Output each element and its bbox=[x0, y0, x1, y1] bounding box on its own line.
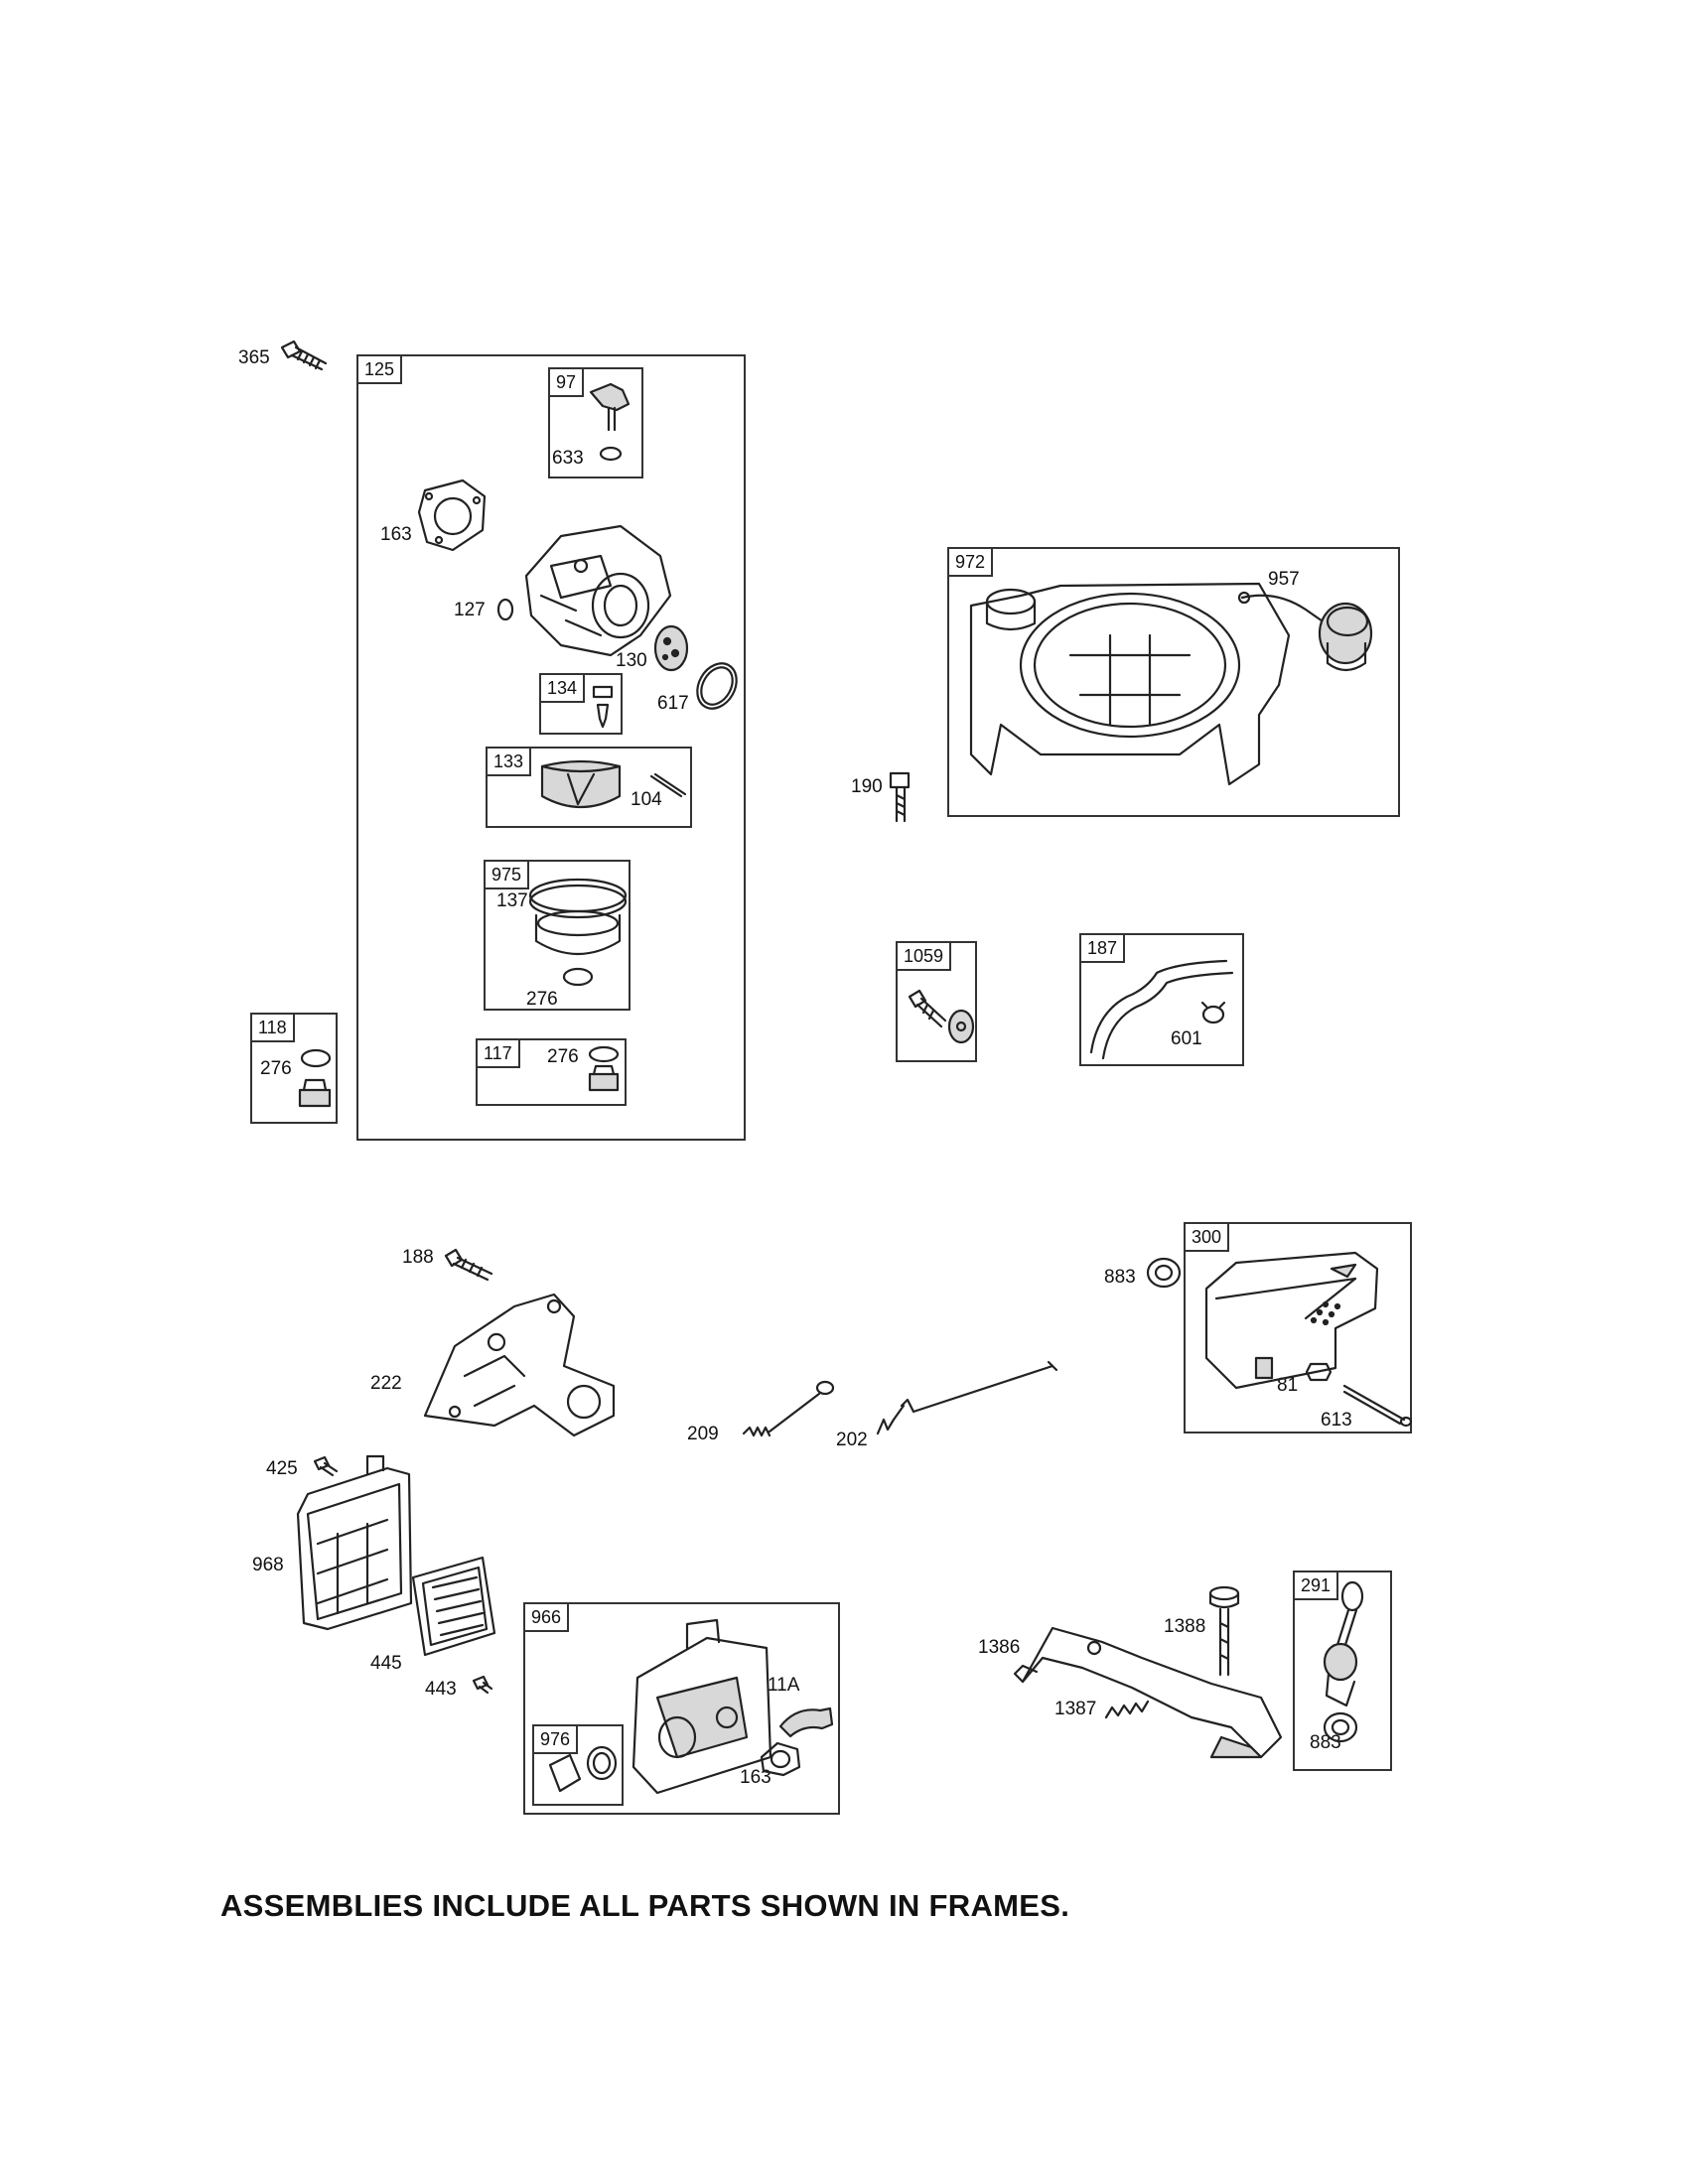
part-label-190: 190 bbox=[851, 776, 883, 797]
bolt-188-drawing bbox=[444, 1248, 493, 1282]
frame-tag-133: 133 bbox=[488, 749, 532, 776]
fuel-line-187-drawing bbox=[1089, 959, 1234, 1060]
screw-1388-drawing bbox=[1208, 1585, 1240, 1677]
frame-tag-976: 976 bbox=[534, 1726, 579, 1754]
frame-tag-1059: 1059 bbox=[898, 943, 952, 971]
air-filter-445-drawing bbox=[411, 1556, 496, 1657]
part-label-957: 957 bbox=[1268, 569, 1300, 590]
screw-443-drawing bbox=[472, 1675, 493, 1695]
air-filter-base-968-drawing bbox=[296, 1454, 413, 1631]
stud-613-drawing bbox=[1342, 1384, 1413, 1428]
frame-tag-187: 187 bbox=[1081, 935, 1126, 963]
assemblies-note: ASSEMBLIES INCLUDE ALL PARTS SHOWN IN FR… bbox=[220, 1888, 1070, 1923]
link-202-drawing bbox=[876, 1360, 1058, 1435]
bolt-190-drawing bbox=[889, 771, 911, 823]
part-label-104: 104 bbox=[631, 789, 662, 810]
frame-134: 134 bbox=[539, 673, 623, 735]
part-label-202: 202 bbox=[836, 1430, 868, 1450]
frame-tag-125: 125 bbox=[358, 356, 403, 384]
part-label-968: 968 bbox=[252, 1555, 284, 1575]
part-label-883-muffler: 883 bbox=[1104, 1267, 1136, 1288]
choke-lever-drawing bbox=[589, 382, 631, 462]
fuel-cap-291-drawing bbox=[1323, 1580, 1364, 1743]
screw-425-drawing bbox=[313, 1455, 339, 1477]
sleeve-976-drawing bbox=[548, 1745, 618, 1793]
plug-117-drawing bbox=[588, 1045, 620, 1092]
part-label-1386: 1386 bbox=[978, 1637, 1021, 1658]
part-label-188: 188 bbox=[402, 1247, 434, 1268]
part-label-11a: 11A bbox=[768, 1675, 800, 1696]
nut-81-drawing bbox=[1305, 1362, 1333, 1382]
part-label-276-kit975: 276 bbox=[526, 989, 558, 1010]
frame-118: 118 bbox=[250, 1013, 338, 1124]
part-label-276-kit117: 276 bbox=[547, 1046, 579, 1067]
bolt-365-drawing bbox=[280, 340, 328, 371]
clamp-601-drawing bbox=[1200, 1001, 1226, 1024]
frame-972: 972 bbox=[947, 547, 1400, 817]
frame-tag-972: 972 bbox=[949, 549, 994, 577]
frame-117: 117 bbox=[476, 1038, 627, 1106]
frame-tag-975: 975 bbox=[486, 862, 530, 889]
diaphragm-130-drawing bbox=[653, 624, 689, 672]
frame-97: 97 bbox=[548, 367, 643, 478]
gasket-883-muffler-drawing bbox=[1146, 1257, 1182, 1289]
part-label-130: 130 bbox=[616, 650, 647, 671]
spring-1387-drawing bbox=[1104, 1700, 1150, 1719]
fuel-cap-957-drawing bbox=[1237, 591, 1373, 672]
frame-133: 133 bbox=[486, 747, 692, 828]
frame-tag-291: 291 bbox=[1295, 1572, 1339, 1600]
screw-1059-drawing bbox=[908, 989, 975, 1044]
needle-valve-134-drawing bbox=[592, 685, 614, 729]
part-label-443: 443 bbox=[425, 1679, 457, 1700]
plug-118-drawing bbox=[298, 1048, 332, 1108]
carburetor-body-drawing bbox=[524, 524, 672, 657]
frame-tag-118: 118 bbox=[252, 1015, 295, 1042]
part-label-883-kit291: 883 bbox=[1310, 1732, 1341, 1753]
frame-tag-300: 300 bbox=[1186, 1224, 1230, 1252]
part-label-425: 425 bbox=[266, 1458, 298, 1479]
part-label-137: 137 bbox=[496, 890, 528, 911]
part-label-276-kit118: 276 bbox=[260, 1058, 292, 1079]
frame-300: 300 bbox=[1184, 1222, 1412, 1433]
gasket-163-kit966-drawing bbox=[760, 1741, 801, 1777]
muffler-300-drawing bbox=[1204, 1251, 1379, 1390]
frame-966: 966 bbox=[523, 1602, 840, 1815]
o-ring-127-drawing bbox=[496, 598, 514, 621]
part-label-222: 222 bbox=[370, 1373, 402, 1394]
frame-tag-966: 966 bbox=[525, 1604, 570, 1632]
float-pin-104-drawing bbox=[649, 772, 687, 798]
o-ring-617-drawing bbox=[696, 662, 738, 710]
part-label-445: 445 bbox=[370, 1653, 402, 1674]
part-label-601: 601 bbox=[1171, 1028, 1202, 1049]
part-label-365: 365 bbox=[238, 347, 270, 368]
frame-975: 975 bbox=[484, 860, 631, 1011]
part-label-127: 127 bbox=[454, 600, 486, 620]
part-label-1387: 1387 bbox=[1054, 1699, 1097, 1719]
spring-209-drawing bbox=[742, 1380, 835, 1437]
part-label-1388: 1388 bbox=[1164, 1616, 1206, 1637]
frame-187: 187 bbox=[1079, 933, 1244, 1066]
frame-291: 291 bbox=[1293, 1570, 1392, 1771]
frame-1059: 1059 bbox=[896, 941, 977, 1062]
float-133-drawing bbox=[540, 759, 622, 809]
frame-976: 976 bbox=[532, 1724, 624, 1806]
fuel-tank-972-drawing bbox=[969, 582, 1291, 786]
part-label-81: 81 bbox=[1277, 1375, 1299, 1396]
frame-tag-117: 117 bbox=[478, 1040, 520, 1068]
frame-tag-134: 134 bbox=[541, 675, 586, 703]
float-bowl-975-drawing bbox=[528, 878, 628, 987]
gasket-163-drawing bbox=[417, 478, 487, 552]
part-label-163-gasket: 163 bbox=[380, 524, 412, 545]
elbow-11a-drawing bbox=[778, 1706, 834, 1738]
governor-lever-1386-drawing bbox=[1013, 1626, 1283, 1759]
frame-125: 125 bbox=[356, 354, 746, 1141]
part-label-209: 209 bbox=[687, 1424, 719, 1444]
part-label-617: 617 bbox=[657, 693, 689, 714]
bracket-222-drawing bbox=[423, 1293, 616, 1437]
intake-assembly-966-drawing bbox=[632, 1618, 772, 1795]
part-label-163-kit966: 163 bbox=[740, 1767, 772, 1788]
part-label-613: 613 bbox=[1321, 1410, 1352, 1431]
frame-tag-97: 97 bbox=[550, 369, 585, 397]
part-label-633: 633 bbox=[552, 448, 584, 469]
